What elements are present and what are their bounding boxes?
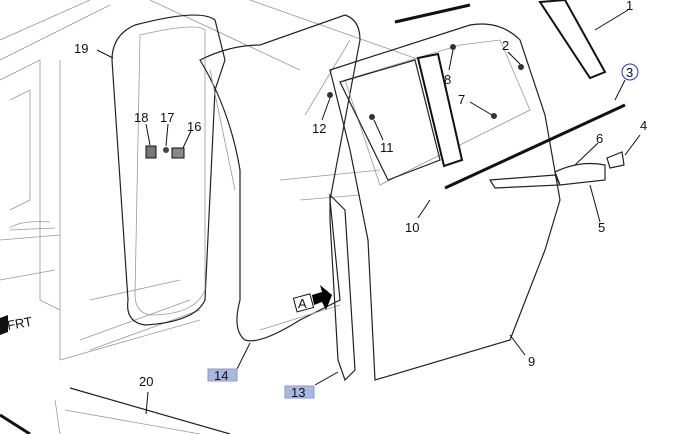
clip-18 [145,145,157,159]
callout-11: 11 [380,140,394,155]
bumper-16 [171,147,185,159]
callout-5: 5 [598,220,605,235]
callout-16: 16 [187,119,201,134]
fastener-2 [518,64,524,70]
fastener-7 [491,113,497,119]
callout-7: 7 [458,92,465,107]
callout-4: 4 [640,118,647,133]
callout-14: 14 [214,368,228,383]
clip-17 [163,147,169,153]
callout-13: 13 [291,385,305,400]
fastener-8 [450,44,456,50]
view-a-label: A [298,296,307,311]
callout-2: 2 [502,38,509,53]
front-marker: FRT [6,314,33,333]
callout-13-highlight [284,385,315,399]
callout-8: 8 [444,72,451,87]
view-a-box [292,293,315,313]
callout-17: 17 [160,110,174,125]
callout-1: 1 [626,0,633,13]
callout-6: 6 [596,131,603,146]
door-handle-5 [554,162,606,186]
door-frame-weatherstrip-14 [199,14,361,342]
leader-lines [96,9,641,415]
callout-9: 9 [528,354,535,369]
fastener-11 [369,114,375,120]
front-arrow-icon [0,315,8,335]
callout-12: 12 [312,121,326,136]
callout-14-highlight [207,368,238,382]
view-a-arrow-icon [312,285,332,310]
callout-3: 3 [626,65,633,80]
fastener-12 [327,92,333,98]
callout-10: 10 [405,220,419,235]
belt-molding-3 [444,103,626,190]
door-opening-seal-19 [111,14,226,326]
rear-door-9 [329,23,561,381]
vehicle-body [0,0,421,361]
callout-20: 20 [139,374,153,389]
applique-1 [538,0,607,80]
handle-cap-4 [606,151,625,169]
callout-19: 19 [74,41,88,56]
callout-3-circle [621,63,639,81]
window-channel-20 [69,387,231,434]
callout-18: 18 [134,110,148,125]
applique-10 [416,52,464,168]
weatherstrip-13 [329,193,356,382]
